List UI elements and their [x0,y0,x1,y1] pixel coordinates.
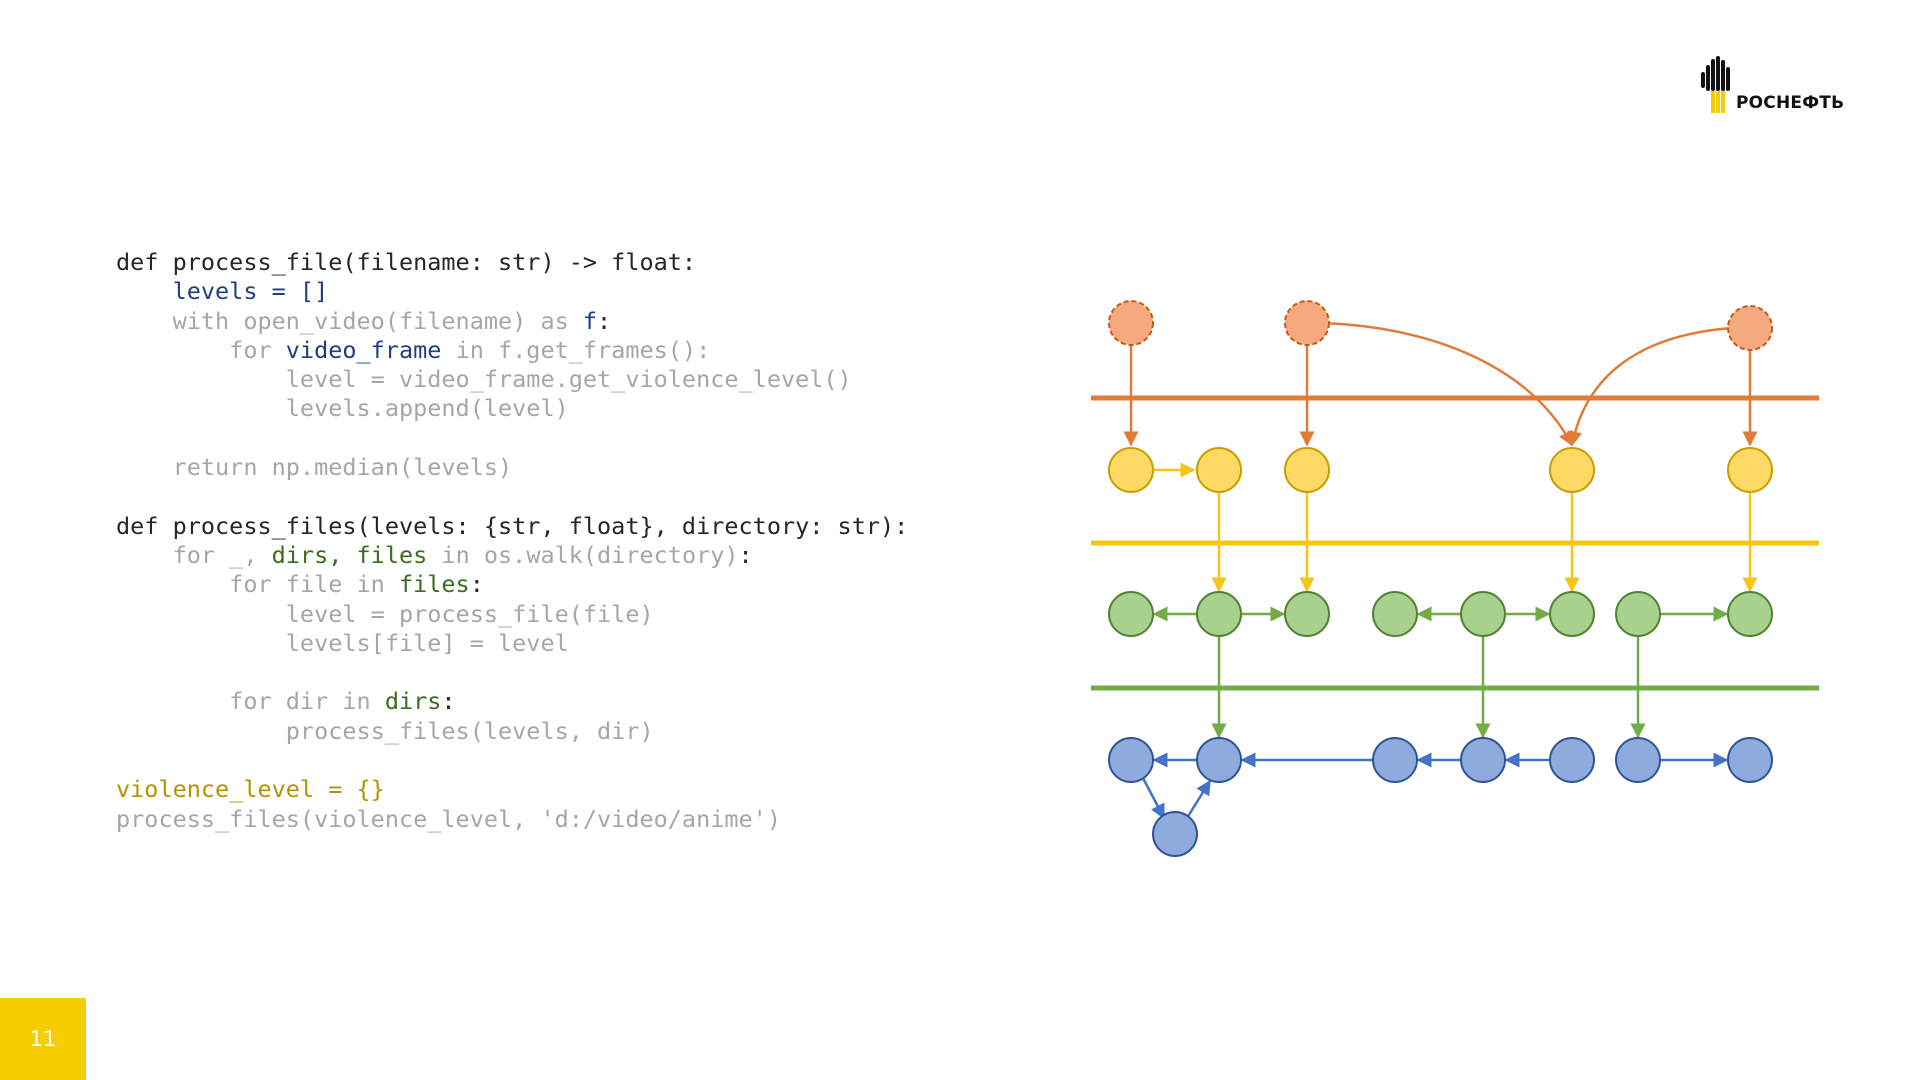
code-token: return np.median(levels) [116,453,513,482]
code-line: for video_frame in f.get_frames(): [116,336,908,365]
green-edges [1152,606,1729,739]
page-number: 11 [29,1027,57,1051]
code-line: levels.append(level) [116,394,908,423]
blue-nodes [1108,737,1773,857]
node-yellow [1108,447,1154,493]
node-blue [1196,737,1242,783]
code-token: for file in [116,570,399,599]
code-token: process_files(levels, dir) [116,716,654,745]
edge [1185,779,1212,819]
node-blue [1460,737,1506,783]
node-blue [1615,737,1661,783]
code-token: , [328,540,357,569]
code-line: for dir in dirs: [116,687,908,716]
yellow-nodes [1108,447,1773,493]
logo-text: РОСНЕФТЬ [1736,93,1845,113]
code-token: dirs [384,687,442,716]
code-line: with open_video(filename) as f: [116,307,908,336]
code-line: level = process_file(file) [116,600,908,629]
edge [1141,777,1166,820]
code-token: violence_level = {} [116,775,385,804]
node-blue [1727,737,1773,783]
orange-edges [1123,321,1758,447]
page-number-badge: 11 [0,998,86,1080]
code-line [116,658,908,687]
code-token: in f.get_frames(): [441,335,711,364]
code-line: def process_file(filename: str) -> float… [116,248,908,277]
node-green [1108,591,1154,637]
code-token: levels[file] = level [116,628,569,657]
code-line [116,424,908,453]
code-token: files [398,570,470,599]
code-token: video_frame [285,335,442,364]
node-green [1549,591,1595,637]
blue-edges [1141,752,1729,820]
code-token: def process_file(filename: str) -> float… [116,248,697,276]
code-token [116,277,173,305]
green-nodes [1108,591,1773,637]
rosneft-logo-icon [1701,56,1730,113]
node-yellow [1727,447,1773,493]
code-line: process_files(levels, dir) [116,717,908,746]
code-line: levels = [] [116,277,908,306]
node-yellow [1196,447,1242,493]
node-blue [1549,737,1595,783]
node-green [1615,591,1661,637]
code-token: in os.walk(directory) [427,540,739,569]
node-yellow [1549,447,1595,493]
orange-nodes [1108,300,1773,351]
code-token: levels = [] [172,277,329,306]
code-token: f [582,306,598,335]
code-token: level = process_file(file) [116,599,654,628]
code-line [116,746,908,775]
code-line: level = video_frame.get_violence_level() [116,365,908,394]
yellow-edges [1153,462,1758,593]
code-token: process_files(violence_level, 'd:/video/… [116,804,781,833]
node-green [1284,591,1330,637]
node-orange [1108,300,1154,346]
code-line: return np.median(levels) [116,453,908,482]
code-line: levels[file] = level [116,629,908,658]
code-listing: def process_file(filename: str) -> float… [116,248,908,834]
edge [1323,321,1574,447]
code-line: for _, dirs, files in os.walk(directory)… [116,541,908,570]
code-token: for _, [116,540,272,569]
code-line: violence_level = {} [116,775,908,804]
process-graph-diagram [1091,300,1819,857]
node-blue [1152,811,1198,857]
node-yellow [1284,447,1330,493]
code-token: : [469,570,484,599]
code-token: for dir in [116,687,385,716]
code-token: : [597,306,612,335]
edge [1567,326,1733,447]
code-token: levels.append(level) [116,394,569,423]
code-token: : [441,687,456,716]
code-token: with open_video(filename) as [116,306,583,335]
code-line: def process_files(levels: {str, float}, … [116,512,908,541]
code-token: for [116,335,286,364]
node-orange [1727,305,1773,351]
node-blue [1372,737,1418,783]
code-line [116,482,908,511]
node-orange [1284,300,1330,346]
node-green [1372,591,1418,637]
node-green [1196,591,1242,637]
code-token: files [356,540,428,569]
code-token: def process_files(levels: {str, float}, … [116,511,909,540]
code-token: level = video_frame.get_violence_level() [116,365,852,394]
code-line: process_files(violence_level, 'd:/video/… [116,805,908,834]
rosneft-logo: РОСНЕФТЬ [1700,55,1870,115]
code-token: dirs [271,540,329,569]
code-line: for file in files: [116,570,908,599]
node-green [1727,591,1773,637]
node-green [1460,591,1506,637]
node-blue [1108,737,1154,783]
code-token: : [738,540,753,569]
